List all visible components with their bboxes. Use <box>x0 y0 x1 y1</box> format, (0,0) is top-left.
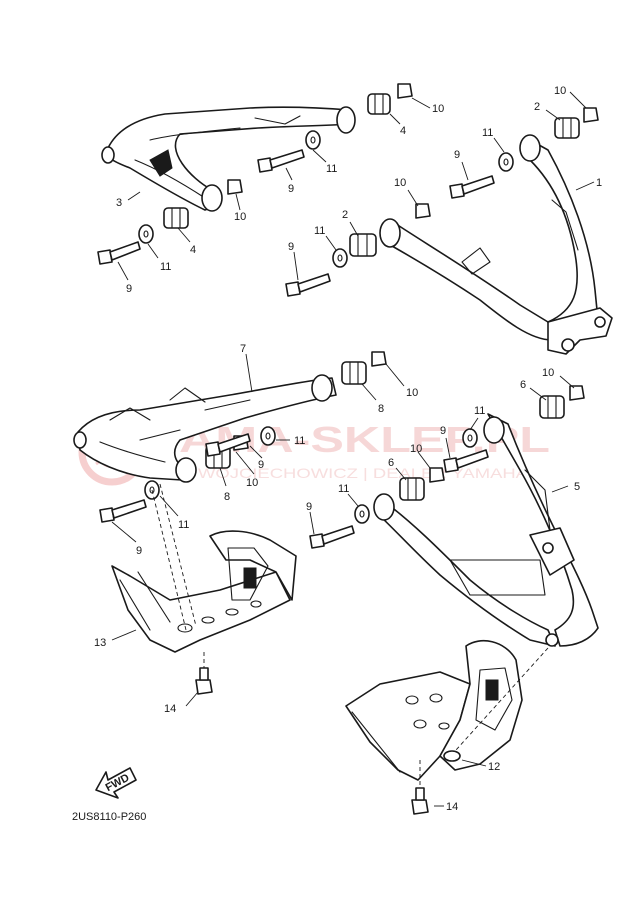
nut-lower-right-1 <box>569 385 585 401</box>
callout-lower-left-bushing-b: 8 <box>224 491 230 503</box>
bolt-lower-right-1 <box>443 449 489 473</box>
callout-upper-right-bushing-b: 2 <box>342 209 348 221</box>
washer-lower-right-2 <box>354 504 370 524</box>
callout-washer-2: 11 <box>160 261 171 273</box>
diagram-code: 2US8110-P260 <box>72 811 146 823</box>
upper-left-bushing-lower <box>163 207 189 229</box>
callout-screw-left: 14 <box>164 703 176 715</box>
bolt-upper-right-2 <box>285 273 331 297</box>
callout-guard-left: 13 <box>94 637 106 649</box>
callout-upper-right-arm: 1 <box>596 177 602 189</box>
callout-nut-7: 10 <box>542 367 554 379</box>
lower-right-arm <box>373 413 599 647</box>
callout-bolt-3: 9 <box>454 149 460 161</box>
callout-lower-left-bushing-a: 8 <box>378 403 384 415</box>
callout-bolt-1: 9 <box>288 183 294 195</box>
callout-nut-2: 10 <box>234 211 246 223</box>
callouts: 10 4 11 9 3 10 4 11 9 10 2 11 9 1 10 2 1… <box>94 85 602 813</box>
callout-bolt-2: 9 <box>126 283 132 295</box>
upper-right-bushing-upper <box>554 117 580 139</box>
washer-upper-right-1 <box>498 152 514 172</box>
washer-upper-left-1 <box>305 130 321 150</box>
callout-washer-4: 11 <box>314 225 325 237</box>
callout-nut-3: 10 <box>554 85 566 97</box>
lower-left-arm <box>73 374 337 483</box>
callout-washer-6: 11 <box>178 519 189 531</box>
callout-lower-right-bushing-a: 6 <box>520 379 526 391</box>
callout-nut-5: 10 <box>406 387 418 399</box>
callout-bolt-4: 9 <box>288 241 294 253</box>
washer-lower-right-1 <box>462 428 478 448</box>
lower-left-bushing-upper <box>341 361 367 385</box>
nut-upper-left-1 <box>397 83 413 99</box>
bolt-lower-left-1 <box>205 433 251 457</box>
callout-bolt-5: 9 <box>258 459 264 471</box>
washer-upper-right-2 <box>332 248 348 268</box>
callout-lower-right-bushing-b: 6 <box>388 457 394 469</box>
callout-nut-4: 10 <box>394 177 406 189</box>
callout-upper-left-arm: 3 <box>116 197 122 209</box>
callout-screw-right: 14 <box>446 801 458 813</box>
bolt-upper-right-1 <box>449 175 495 199</box>
callout-bolt-6: 9 <box>136 545 142 557</box>
washer-lower-left-1 <box>260 426 276 446</box>
upper-right-bushing-lower <box>349 233 377 257</box>
nut-upper-left-2 <box>227 179 243 195</box>
callout-washer-7: 11 <box>474 405 485 417</box>
callout-nut-6: 10 <box>246 477 258 489</box>
callout-upper-left-bushing-b: 4 <box>190 244 196 256</box>
guard-right <box>345 639 523 781</box>
nut-upper-right-1 <box>583 107 599 123</box>
callout-bolt-7: 9 <box>440 425 446 437</box>
callout-guard-right: 12 <box>488 761 500 773</box>
callout-lower-left-arm: 7 <box>240 343 246 355</box>
upper-right-arm <box>379 134 613 355</box>
callout-upper-left-bushing-a: 4 <box>400 125 406 137</box>
bolt-upper-left-1 <box>257 149 305 173</box>
nut-lower-left-1 <box>371 351 387 367</box>
bolt-lower-right-2 <box>309 525 355 549</box>
callout-bolt-8: 9 <box>306 501 312 513</box>
lower-right-bushing-lower <box>399 477 425 501</box>
callout-washer-8: 11 <box>338 483 349 495</box>
washer-upper-left-2 <box>138 224 154 244</box>
guard-left <box>111 530 297 653</box>
callout-upper-right-bushing-a: 2 <box>534 101 540 113</box>
lower-right-bushing-upper <box>539 395 565 419</box>
assembly-lines <box>151 483 549 788</box>
nut-lower-right-2 <box>429 467 445 483</box>
callout-washer-3: 11 <box>482 127 493 139</box>
screw-right <box>411 787 429 815</box>
bolt-lower-left-2 <box>99 499 147 523</box>
callout-washer-5: 11 <box>294 435 305 447</box>
upper-left-arm <box>101 106 356 212</box>
callout-lower-right-arm: 5 <box>574 481 580 493</box>
fwd-arrow-icon: FWD <box>95 767 137 799</box>
upper-left-bushing-upper <box>367 93 391 115</box>
callout-nut-8: 10 <box>410 443 422 455</box>
nut-upper-right-2 <box>415 203 431 219</box>
screw-left <box>195 667 213 695</box>
bolt-upper-left-2 <box>97 241 141 265</box>
callout-washer-1: 11 <box>326 163 337 175</box>
callout-nut-1: 10 <box>432 103 444 115</box>
